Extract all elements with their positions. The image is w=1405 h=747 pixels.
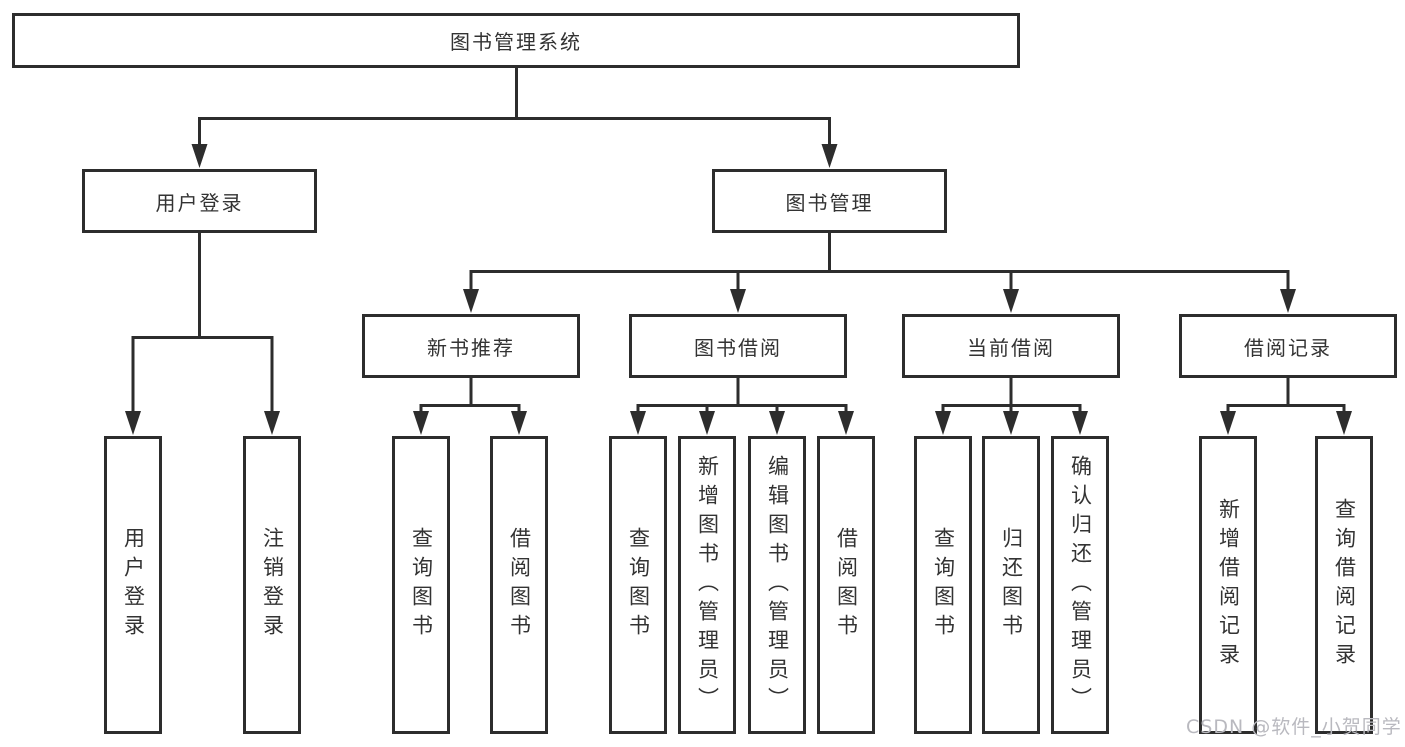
leaf-records-add-record: 新增借阅记录 [1199,436,1257,734]
csdn-watermark: CSDN @软件_小贺同学 [1186,716,1402,738]
leaf-user-login: 用户登录 [104,436,162,734]
leaf-borrowing-query-books: 查询图书 [609,436,667,734]
leaf-current-return-books: 归还图书 [982,436,1040,734]
node-book-borrowing: 图书借阅 [629,314,847,378]
leaf-borrowing-add-books-admin: 新增图书（管理员） [678,436,736,734]
leaf-current-confirm-return-admin: 确认归还（管理员） [1051,436,1109,734]
node-library-management-system: 图书管理系统 [12,13,1020,68]
leaf-recommend-query-books: 查询图书 [392,436,450,734]
node-current-borrowing: 当前借阅 [902,314,1120,378]
leaf-borrowing-edit-books-admin: 编辑图书（管理员） [748,436,806,734]
node-book-management: 图书管理 [712,169,947,233]
node-borrowing-records: 借阅记录 [1179,314,1397,378]
leaf-recommend-borrow-books: 借阅图书 [490,436,548,734]
leaf-borrowing-borrow-books: 借阅图书 [817,436,875,734]
node-user-login: 用户登录 [82,169,317,233]
leaf-logout: 注销登录 [243,436,301,734]
leaf-current-query-books: 查询图书 [914,436,972,734]
node-new-book-recommendation: 新书推荐 [362,314,580,378]
leaf-records-query-record: 查询借阅记录 [1315,436,1373,734]
